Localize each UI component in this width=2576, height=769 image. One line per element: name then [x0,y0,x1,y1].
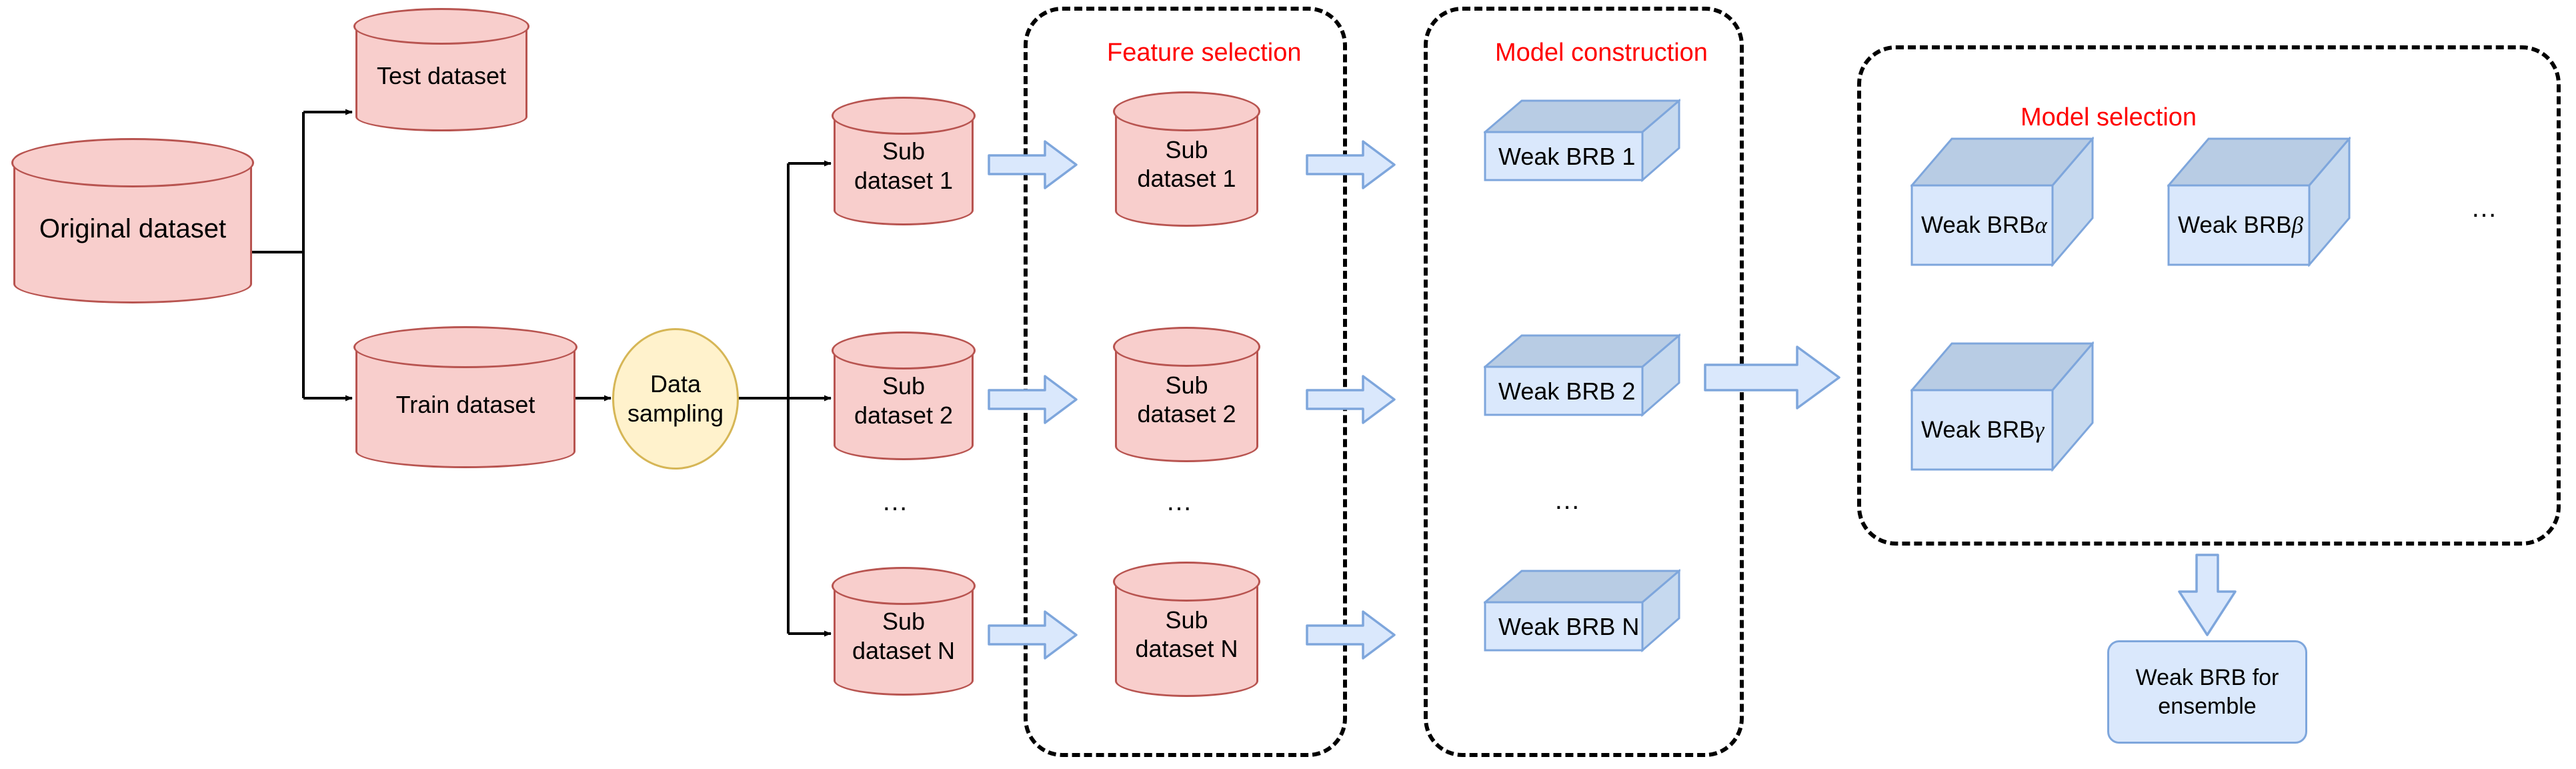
cube-weak-brb-beta[interactable]: Weak BRB β [2167,137,2351,267]
block-arrow-modelcons-2 [1306,374,1396,425]
group-box-model-selection [1857,45,2561,546]
cube-weak-brb-gamma[interactable]: Weak BRB γ [1910,341,2094,472]
cube-weak-brb-alpha[interactable]: Weak BRB α [1910,137,2094,267]
ensemble-label-line1: Weak BRB for [2135,665,2279,690]
ellipsis-models: … [1554,486,1582,515]
cylinder-top [1113,562,1260,602]
group-box-feature-selection [1024,7,1347,757]
cylinder-top [832,331,976,369]
cylinder-sub-dataset-n-raw[interactable]: Sub dataset N [832,567,976,696]
block-arrow-modelcons-n [1306,610,1396,660]
cylinder-top [832,97,976,135]
cylinder-sub-dataset-2-raw[interactable]: Sub dataset 2 [832,331,976,460]
group-title-model-selection: Model selection [2021,103,2197,131]
block-arrow-modelcons-1 [1306,139,1396,190]
cylinder-top [353,8,529,45]
cube-weak-brb-2[interactable]: Weak BRB 2 [1484,333,1680,417]
ellipsis-sub-raw: … [882,487,910,516]
cylinder-top [353,326,577,368]
ellipsis-sub-selected: … [1166,487,1194,516]
cylinder-top [1113,327,1260,367]
cylinder-sub-dataset-2-selected[interactable]: Sub dataset 2 [1113,327,1260,462]
cylinder-top [1113,91,1260,131]
cylinder-sub-dataset-n-selected[interactable]: Sub dataset N [1113,562,1260,697]
block-arrow-featsel-n [988,610,1078,660]
cube-weak-brb-1[interactable]: Weak BRB 1 [1484,99,1680,182]
cylinder-sub-dataset-1-raw[interactable]: Sub dataset 1 [832,97,976,225]
cylinder-original-dataset[interactable]: Original dataset [11,138,254,303]
data-sampling-label: Data sampling [627,370,724,427]
block-arrow-featsel-1 [988,139,1078,190]
group-title-feature-selection: Feature selection [1107,39,1302,67]
cylinder-top [832,567,976,605]
block-arrow-to-model-selection [1704,344,1840,411]
block-arrow-to-ensemble [2177,554,2237,637]
cylinder-train-dataset[interactable]: Train dataset [353,326,577,468]
block-arrow-featsel-2 [988,374,1078,425]
group-title-model-construction: Model construction [1495,39,1708,67]
cylinder-test-dataset[interactable]: Test dataset [353,8,529,131]
weak-brb-for-ensemble-box[interactable]: Weak BRB for ensemble [2107,640,2307,744]
cube-weak-brb-n[interactable]: Weak BRB N [1484,569,1680,652]
ellipsis-selection: … [2471,193,2499,223]
ensemble-label-line2: ensemble [2158,693,2257,719]
cylinder-sub-dataset-1-selected[interactable]: Sub dataset 1 [1113,91,1260,227]
data-sampling-node[interactable]: Data sampling [612,328,739,470]
cylinder-top [11,138,254,187]
ensemble-label: Weak BRB for ensemble [2136,664,2279,720]
